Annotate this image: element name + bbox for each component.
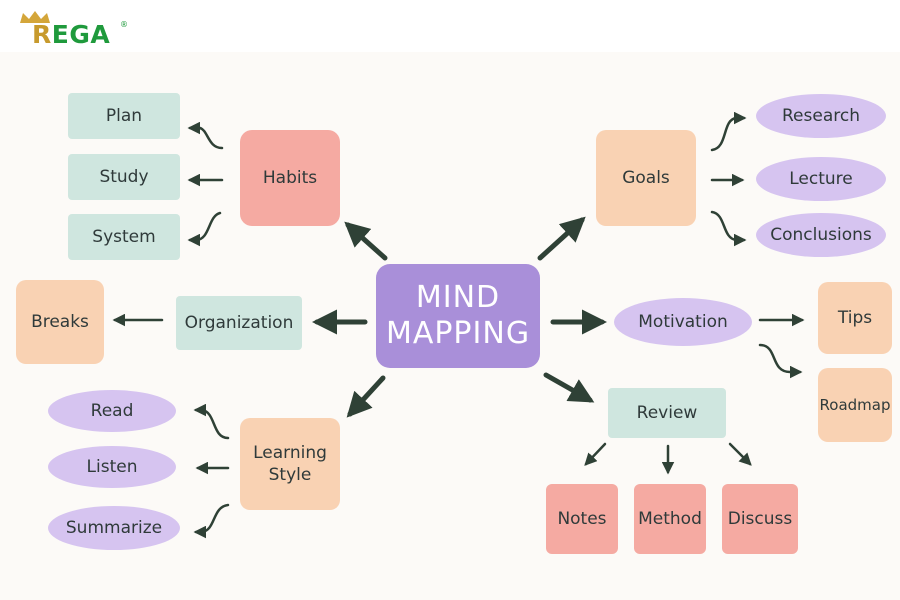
header-bar: REGA ® xyxy=(0,0,900,52)
node-research[interactable]: Research xyxy=(756,94,886,138)
arrow-review-notes xyxy=(584,442,607,466)
arrow-habits-system xyxy=(187,211,222,247)
node-system[interactable]: System xyxy=(68,214,180,260)
arrow-goals-conclusions xyxy=(710,210,747,247)
arrow-center-habits xyxy=(344,221,388,261)
node-conclusions[interactable]: Conclusions xyxy=(756,213,886,257)
node-listen[interactable]: Listen xyxy=(48,446,176,488)
arrow-learning-summarize xyxy=(193,503,230,539)
node-plan[interactable]: Plan xyxy=(68,93,180,139)
node-learning-style-line1: Learning xyxy=(253,443,327,463)
node-breaks[interactable]: Breaks xyxy=(16,280,104,364)
node-lecture[interactable]: Lecture xyxy=(756,157,886,201)
node-motivation[interactable]: Motivation xyxy=(614,298,752,346)
node-tips[interactable]: Tips xyxy=(818,282,892,354)
logo-text: REGA xyxy=(32,20,111,49)
central-topic-line2: MAPPING xyxy=(385,316,531,351)
node-notes[interactable]: Notes xyxy=(546,484,618,554)
node-method[interactable]: Method xyxy=(634,484,706,554)
arrow-habits-plan xyxy=(187,121,224,150)
node-review[interactable]: Review xyxy=(608,388,726,438)
arrow-center-goals xyxy=(537,216,586,261)
node-learning-style[interactable]: Learning Style xyxy=(240,418,340,510)
arrow-learning-read xyxy=(193,403,230,440)
central-topic-line1: MIND xyxy=(415,280,501,315)
arrow-goals-research xyxy=(710,111,747,152)
central-topic[interactable]: MIND MAPPING xyxy=(376,264,540,368)
arrow-review-discuss xyxy=(728,442,752,466)
node-organization[interactable]: Organization xyxy=(176,296,302,350)
node-roadmap[interactable]: Roadmap xyxy=(818,368,892,442)
node-learning-style-line2: Style xyxy=(268,465,312,485)
node-read[interactable]: Read xyxy=(48,390,176,432)
arrow-motivation-roadmap xyxy=(758,343,803,379)
node-discuss[interactable]: Discuss xyxy=(722,484,798,554)
node-goals[interactable]: Goals xyxy=(596,130,696,226)
arrow-center-review xyxy=(543,372,595,403)
crown-icon xyxy=(20,11,50,23)
arrow-center-learning xyxy=(346,375,386,418)
registered-mark: ® xyxy=(120,20,128,29)
node-habits[interactable]: Habits xyxy=(240,130,340,226)
node-study[interactable]: Study xyxy=(68,154,180,200)
node-summarize[interactable]: Summarize xyxy=(48,506,180,550)
